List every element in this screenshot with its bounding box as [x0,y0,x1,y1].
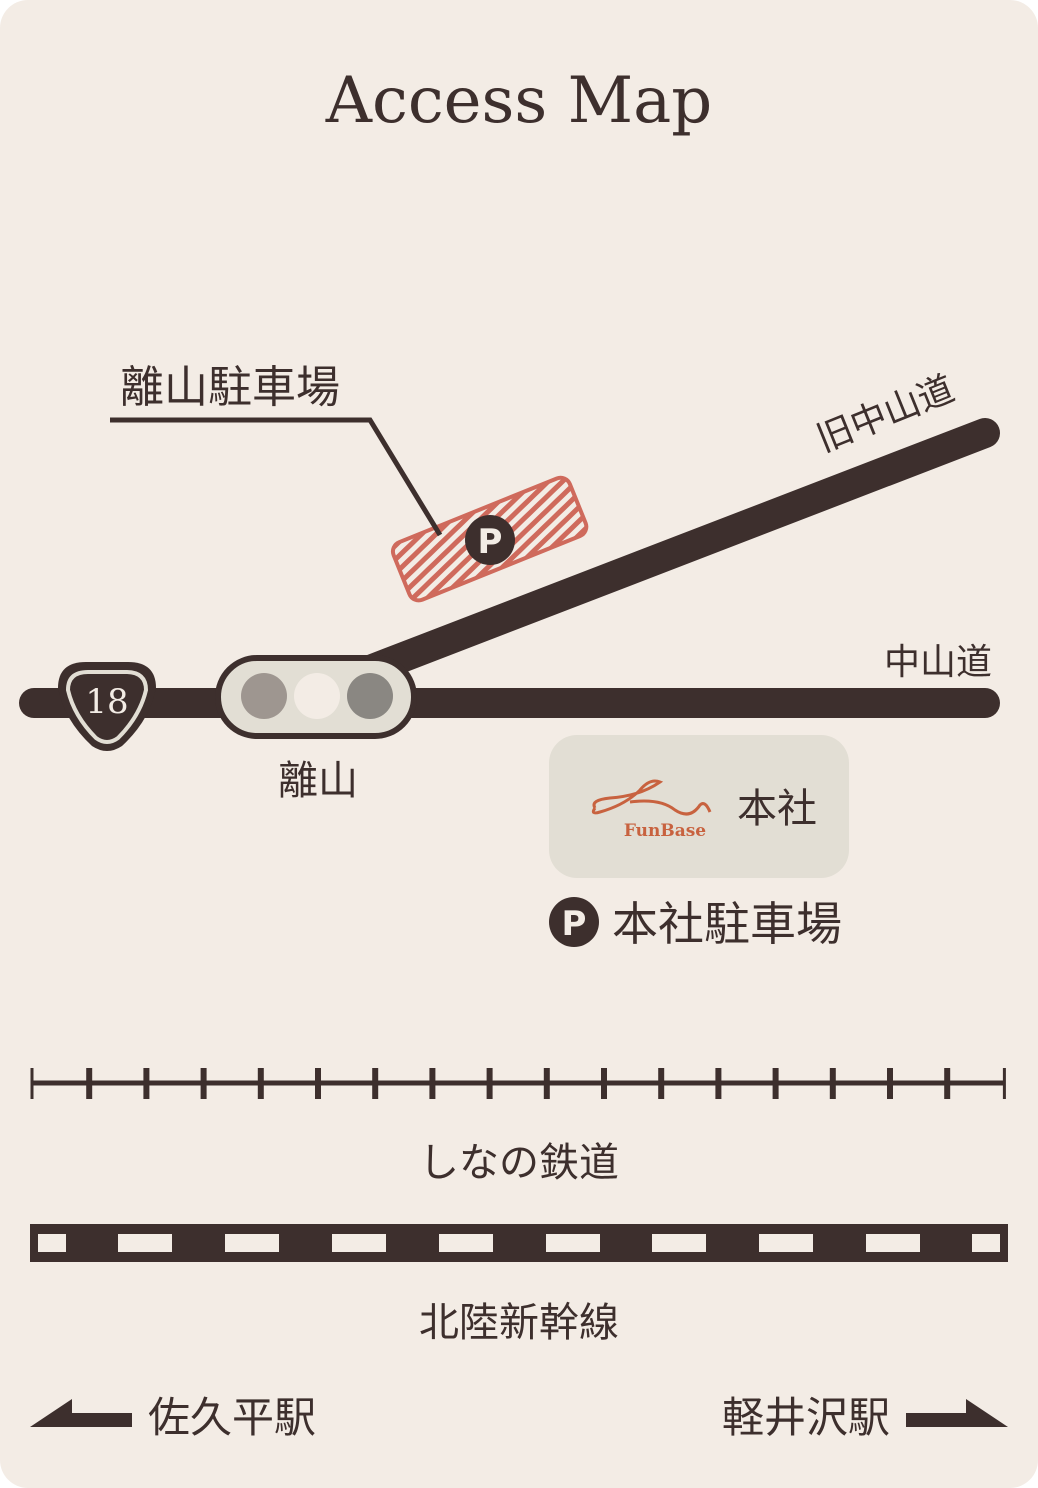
logo-text: FunBase [624,821,706,841]
arrow-right-icon [906,1399,1008,1427]
shinkansen-dash [759,1234,813,1252]
road-label-nakasendo: 中山道 [884,642,992,683]
shinkansen-dash [972,1234,1000,1252]
arrow-left-icon [30,1399,132,1427]
route-shield-icon: 18 [58,662,156,751]
shinano-railway-label: しなの鉄道 [419,1140,619,1186]
shinkansen-line [30,1224,1008,1262]
parking-icon [465,515,515,565]
office-parking-icon [549,897,599,947]
shinkansen-dash [652,1234,706,1252]
shinkansen-dash [546,1234,600,1252]
route-number: 18 [85,682,128,722]
road-old-nakasendo [355,418,1000,685]
shinkansen-label: 北陸新幹線 [419,1300,619,1346]
page-title: Access Map [325,64,712,138]
funbase-logo-icon [591,779,712,816]
head-office[interactable]: FunBase 本社 [549,735,849,878]
traffic-light-icon [215,655,417,739]
annex-parking-label: 離山駐車場 [120,362,340,413]
shinkansen-dash [332,1234,386,1252]
intersection-label: 離山 [278,758,358,804]
direction-left-label: 佐久平駅 [148,1393,316,1442]
shinkansen-dash [38,1234,66,1252]
svg-text:P: P [562,904,587,944]
shinano-railway [30,1068,1006,1099]
office-parking-label: 本社駐車場 [612,897,842,951]
shinkansen-dash [225,1234,279,1252]
office-label: 本社 [737,786,817,832]
direction-right-label: 軽井沢駅 [722,1393,890,1442]
annex-parking-leader-line [110,417,443,537]
shinkansen-dash [866,1234,920,1252]
annex-parking-lot[interactable]: P [390,475,589,604]
svg-text:P: P [478,522,503,562]
shinkansen-dash [439,1234,493,1252]
shinkansen-dash [118,1234,172,1252]
